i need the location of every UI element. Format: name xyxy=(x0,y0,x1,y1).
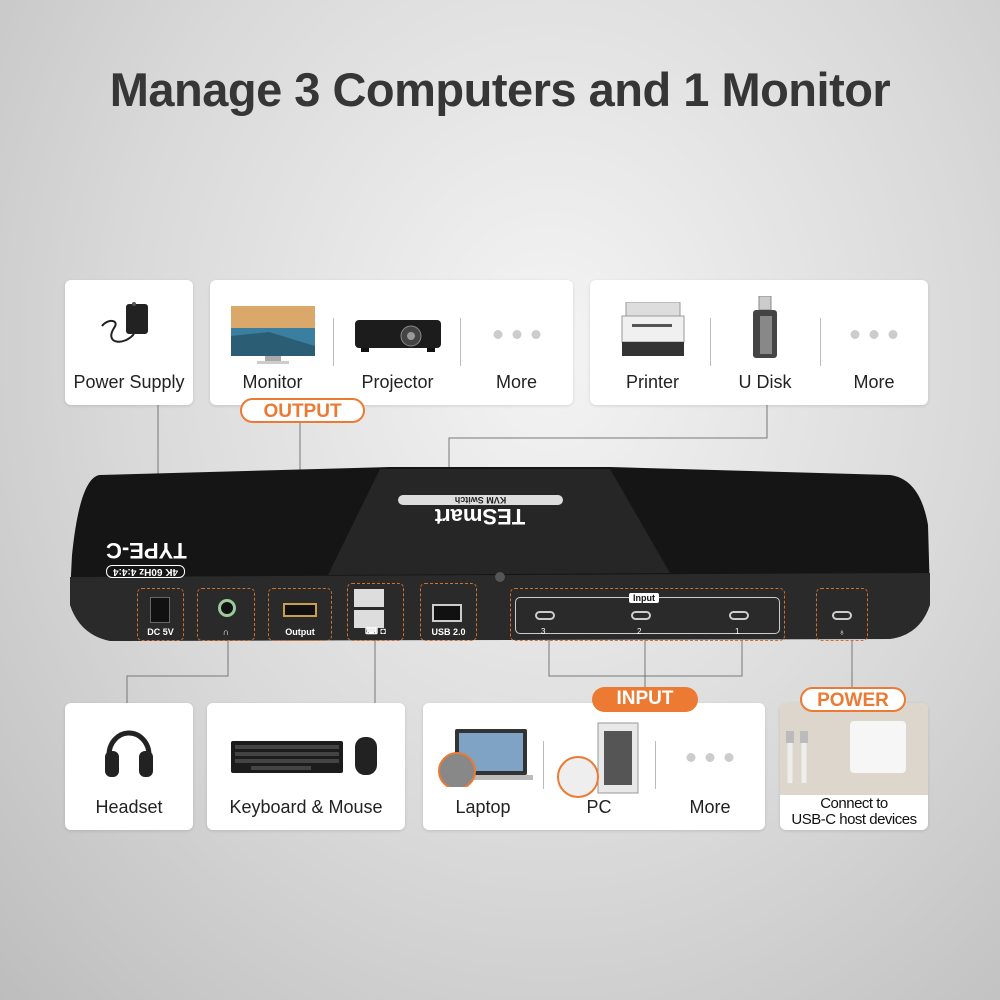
usb-devices-card: Printer U Disk More xyxy=(590,280,928,405)
headset-icon xyxy=(105,730,153,777)
input-ports-group: Input 3 2 1 xyxy=(510,588,785,641)
projector-icon xyxy=(354,320,441,352)
more-usb-label[interactable]: More xyxy=(853,372,895,392)
power-plug-icon: ♁ xyxy=(838,627,846,637)
power-delivery-card: Connect to USB-C host devices xyxy=(780,703,928,830)
power-pill: POWER xyxy=(800,687,906,712)
printer-label: Printer xyxy=(625,372,679,392)
projector-label: Projector xyxy=(361,372,434,392)
input-pill: INPUT xyxy=(592,687,698,712)
usb-disk-label: U Disk xyxy=(738,372,792,392)
kvm-switch-device: TYPE-C 4K 60Hz 4:4:4 TESmart KVM Switch … xyxy=(70,465,930,641)
dc-port-label: DC 5V xyxy=(147,627,174,637)
more-dots-icon xyxy=(686,753,734,762)
spec-label: 4K 60Hz 4:4:4 xyxy=(106,565,186,578)
device-body xyxy=(70,467,930,641)
usb2-port: USB 2.0 xyxy=(420,583,477,641)
headphone-icon: ∩ xyxy=(222,627,230,637)
printer-icon xyxy=(621,302,684,356)
laptop-label: Laptop xyxy=(455,797,511,817)
power-caption-line1: Connect to xyxy=(820,795,888,812)
page-title: Manage 3 Computers and 1 Monitor xyxy=(109,63,891,116)
headset-label: Headset xyxy=(95,797,163,817)
keyboard-mouse-icon xyxy=(231,737,377,775)
power-caption-line2: USB-C host devices xyxy=(791,811,917,828)
headset-card: Headset xyxy=(65,703,193,830)
usb-c-charger-image xyxy=(780,703,928,795)
keyboard-mouse-ports: ⌨ ◘ xyxy=(347,583,404,641)
output-port-label: Output xyxy=(285,627,315,637)
more-hosts-label[interactable]: More xyxy=(689,797,731,817)
usb-port-label: USB 2.0 xyxy=(431,627,466,637)
usb-c-power-port: ♁ xyxy=(816,588,868,641)
hdmi-output-port: Output xyxy=(268,588,332,641)
more-dots-icon xyxy=(493,330,540,339)
power-supply-label: Power Supply xyxy=(73,372,185,392)
dc-power-port: DC 5V xyxy=(137,588,184,641)
host-devices-card: Laptop PC More xyxy=(423,703,765,830)
pc-label: PC xyxy=(586,797,612,817)
input-2-number: 2 xyxy=(637,627,642,636)
keyboard-mouse-icon: ⌨ ◘ xyxy=(365,626,386,636)
output-pill: OUTPUT xyxy=(240,398,365,423)
keyboard-mouse-card: Keyboard & Mouse xyxy=(207,703,405,830)
monitor-icon xyxy=(230,306,315,364)
monitor-label: Monitor xyxy=(242,372,303,392)
brand-logo: TESmart xyxy=(434,504,526,529)
laptop-icon xyxy=(438,729,533,787)
output-devices-card: Monitor Projector More xyxy=(210,280,573,405)
usb-disk-icon xyxy=(753,296,777,358)
pc-tower-icon xyxy=(557,722,639,798)
more-dots-icon xyxy=(850,330,898,339)
input-1-number: 1 xyxy=(735,627,740,636)
power-supply-card: Power Supply xyxy=(65,280,193,405)
kvm-switch-label: KVM Switch xyxy=(398,495,563,505)
audio-port: ∩ xyxy=(197,588,255,641)
power-adapter-icon xyxy=(101,302,148,343)
input-3-number: 3 xyxy=(541,627,546,636)
input-group-label: Input xyxy=(629,593,659,603)
model-label: TYPE-C xyxy=(106,538,187,563)
more-output-label[interactable]: More xyxy=(495,372,537,392)
keyboard-mouse-label: Keyboard & Mouse xyxy=(229,797,383,817)
